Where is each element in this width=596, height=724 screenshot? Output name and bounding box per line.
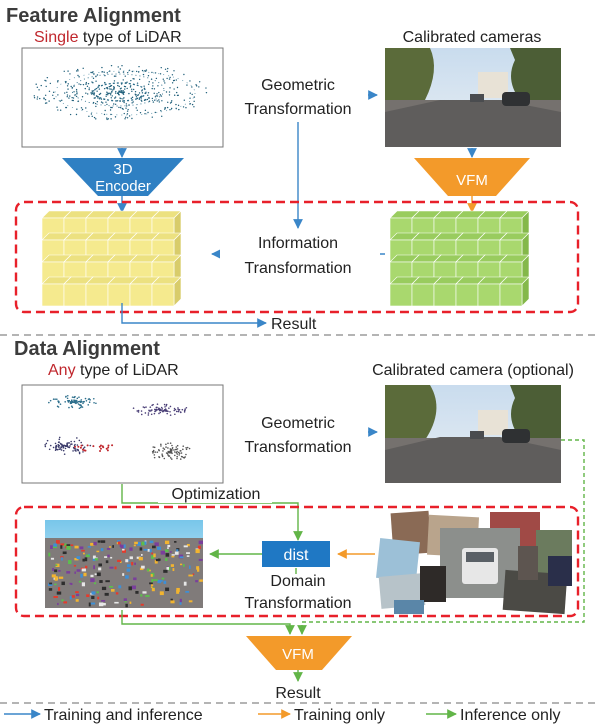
feature-alignment-dashed-box: [14, 200, 580, 314]
encoder-label-line1: 3D: [113, 161, 132, 178]
info-transformation-line1: Information: [258, 235, 338, 252]
dist-box: [262, 541, 330, 567]
feature-lidar-caption: Single type of LiDAR: [34, 29, 182, 46]
legend-training-only: Training only: [294, 707, 385, 724]
optimization-label: Optimization: [172, 486, 261, 503]
data-vfm-block: [246, 636, 352, 670]
data-geometric-line2: Transformation: [245, 439, 352, 456]
data-alignment-dashed-box: [14, 505, 580, 618]
camera-to-vfm-dashed-arrow: [297, 439, 585, 635]
dist-label: dist: [284, 547, 309, 564]
data-geometric-line1: Geometric: [261, 415, 335, 432]
feature-vfm-block: [414, 158, 530, 196]
encoder-label-line2: Encoder: [95, 178, 151, 195]
feature-alignment-title: Feature Alignment: [6, 5, 181, 27]
data-lidar-points: [44, 394, 191, 460]
feature-camera-caption: Calibrated cameras: [403, 29, 542, 46]
image-collage: [376, 510, 572, 615]
feature-vfm-label: VFM: [456, 172, 488, 189]
data-result-label: Result: [275, 685, 321, 702]
legend: Training and inference Training only Inf…: [4, 707, 561, 724]
legend-training-and-inference: Training and inference: [44, 707, 203, 724]
lidar-feature-cubes: [41, 210, 182, 307]
single-keyword: Single: [34, 29, 79, 46]
feature-camera-photo: [385, 48, 561, 147]
render-to-vfm-arrow: [121, 610, 295, 635]
data-alignment-title: Data Alignment: [14, 338, 160, 360]
feature-lidar-pointcloud: [21, 47, 224, 148]
image-feature-cubes: [389, 210, 530, 307]
any-keyword: Any: [48, 362, 76, 379]
data-lidar-caption: Any type of LiDAR: [48, 362, 179, 379]
data-lidar-caption-rest: type of LiDAR: [76, 362, 179, 379]
domain-transformation-line1: Domain: [270, 573, 325, 590]
feature-result-label: Result: [271, 316, 317, 333]
legend-inference-only: Inference only: [460, 707, 561, 724]
optimization-label-bg: [158, 485, 272, 503]
domain-transformation-line2: Transformation: [245, 595, 352, 612]
rendered-image-spots: [48, 540, 204, 608]
info-label-bg: [220, 232, 380, 278]
data-geometric-label-bg: [228, 410, 368, 458]
data-camera-photo: [385, 385, 561, 483]
feature-result-arrow: [121, 303, 267, 328]
info-transformation-line2: Transformation: [245, 260, 352, 277]
feature-geometric-line2: Transformation: [245, 101, 352, 118]
data-lidar-pointclouds: [21, 384, 224, 484]
feature-lidar-points: [33, 64, 208, 121]
data-camera-caption: Calibrated camera (optional): [372, 362, 574, 379]
data-vfm-label: VFM: [282, 646, 314, 663]
feature-geometric-line1: Geometric: [261, 77, 335, 94]
feature-geometric-label-bg: [228, 72, 368, 122]
feature-lidar-caption-rest: type of LiDAR: [78, 29, 181, 46]
rendered-lidar-image: [45, 520, 204, 608]
3d-encoder-block: [62, 158, 184, 196]
